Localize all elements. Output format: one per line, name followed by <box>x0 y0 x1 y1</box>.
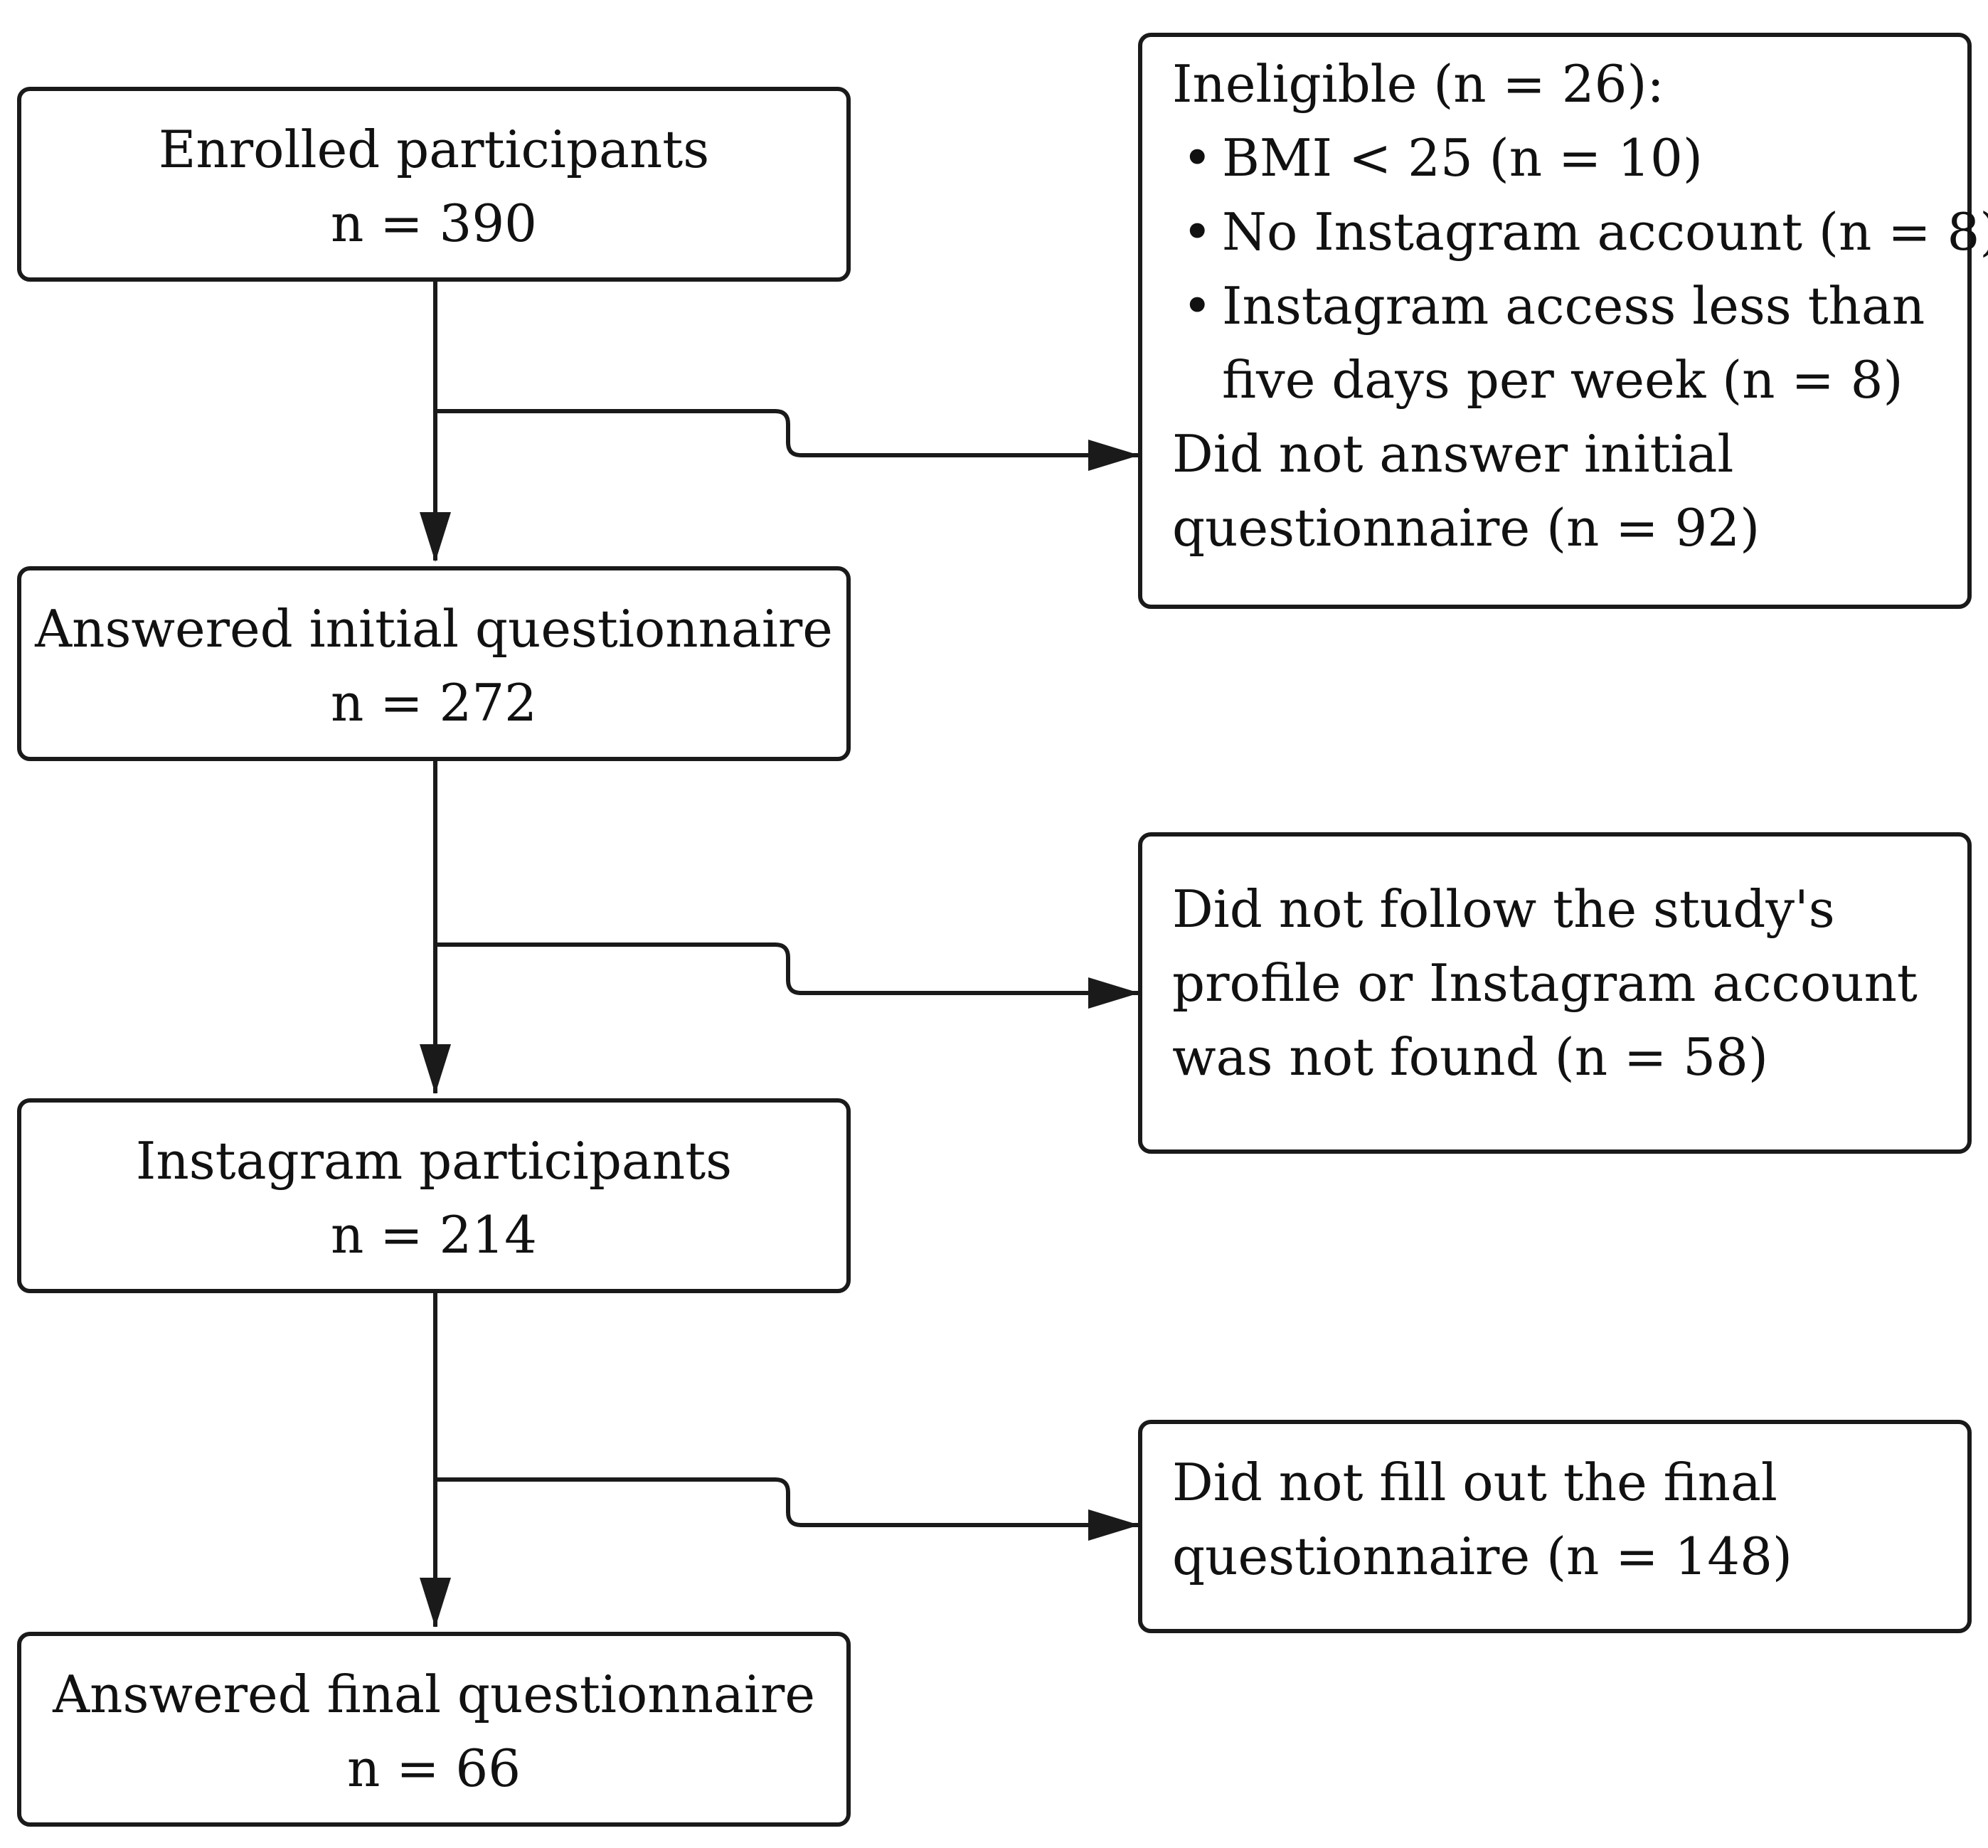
box-label: Instagram participants <box>135 1131 733 1191</box>
box-exclusion-ineligible: Ineligible (n = 26): •BMI < 25 (n = 10) … <box>1138 33 1988 609</box>
exclusion-line: Did not fill out the final <box>1172 1453 1777 1512</box>
box-label: Answered initial questionnaire <box>35 599 833 659</box>
arrowhead-right-1 <box>1088 440 1139 471</box>
box-count: n = 272 <box>331 673 537 733</box>
bullet-dot: • <box>1182 276 1213 336</box>
arrowhead-right-3 <box>1088 1509 1139 1541</box>
bullet-dot: • <box>1182 128 1213 188</box>
box-label: Enrolled participants <box>158 120 710 179</box>
exclusion-line: questionnaire (n = 148) <box>1172 1526 1793 1586</box>
bullet-continuation: five days per week (n = 8) <box>1222 350 1903 410</box>
box-count: n = 214 <box>331 1205 537 1265</box>
exclusion-line: Did not follow the study's <box>1172 879 1835 939</box>
box-count: n = 390 <box>331 193 537 253</box>
branch-connector-2 <box>435 942 1138 995</box>
box-answered-initial-questionnaire: Answered initial questionnaire n = 272 <box>17 566 851 761</box>
bullet-dot: • <box>1182 202 1213 262</box>
box-label: Answered final questionnaire <box>53 1664 815 1724</box>
exclusion-line: questionnaire (n = 92) <box>1172 498 1760 558</box>
bullet-item: •BMI < 25 (n = 10) <box>1172 121 1967 195</box>
box-exclusion-not-following: Did not follow the study's profile or In… <box>1138 832 1972 1154</box>
arrowhead-down-3 <box>420 1578 451 1627</box>
bullet-text: Instagram access less than <box>1222 276 1925 336</box>
exclusion-line: profile or Instagram account <box>1172 953 1918 1013</box>
arrowhead-down-1 <box>420 512 451 562</box>
branch-connector-3 <box>435 1477 1138 1527</box>
exclusion-heading: Ineligible (n = 26): <box>1172 54 1664 114</box>
bullet-item: •No Instagram account (n = 8) <box>1172 195 1988 269</box>
box-answered-final-questionnaire: Answered final questionnaire n = 66 <box>17 1632 851 1827</box>
bullet-text: No Instagram account (n = 8) <box>1222 202 1988 262</box>
box-exclusion-no-final: Did not fill out the final questionnaire… <box>1138 1420 1972 1633</box>
exclusion-line: was not found (n = 58) <box>1172 1027 1768 1087</box>
bullet-item: •Instagram access less than <box>1172 269 1967 343</box>
box-count: n = 66 <box>346 1738 521 1798</box>
exclusion-line: Did not answer initial <box>1172 424 1734 484</box>
box-enrolled-participants: Enrolled participants n = 390 <box>17 87 851 282</box>
arrowhead-down-2 <box>420 1044 451 1094</box>
box-instagram-participants: Instagram participants n = 214 <box>17 1098 851 1293</box>
branch-connector-1 <box>435 409 1138 457</box>
bullet-text: BMI < 25 (n = 10) <box>1222 128 1703 188</box>
arrowhead-right-2 <box>1088 977 1139 1009</box>
